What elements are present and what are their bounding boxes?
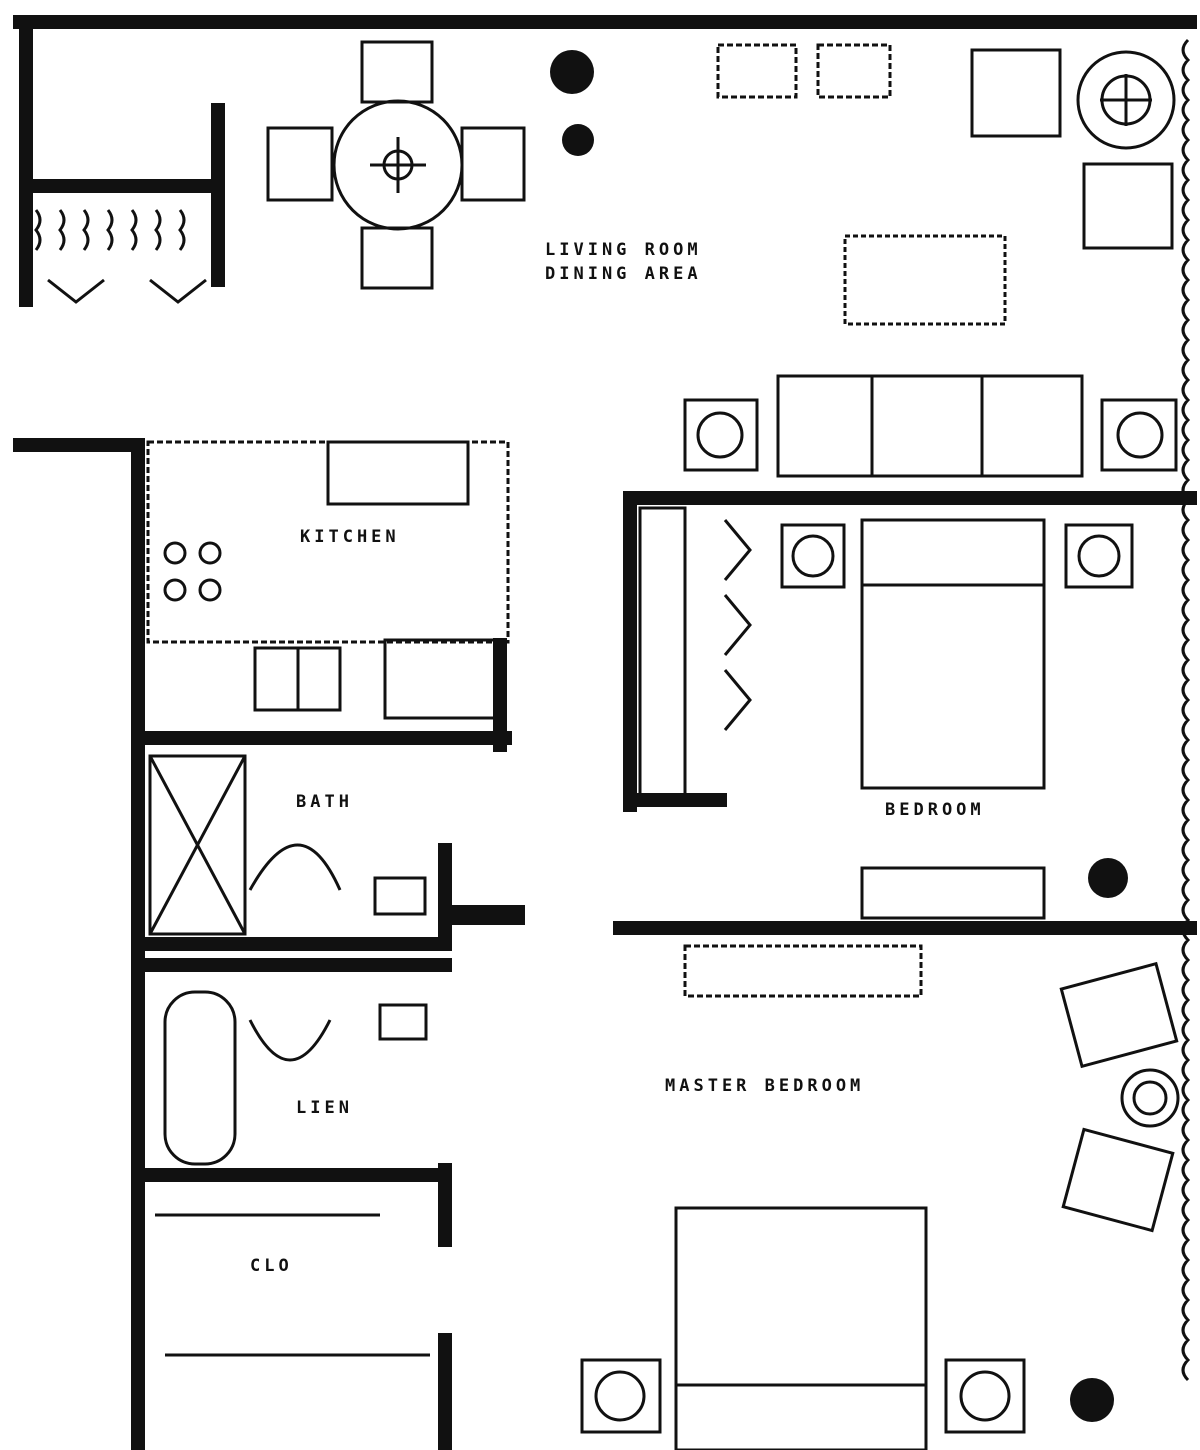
master-furniture — [580, 944, 1180, 1450]
label-master-bedroom: MASTER BEDROOM — [665, 1076, 865, 1096]
label-closet: CLO — [250, 1256, 293, 1276]
label-bedroom: BEDROOM — [885, 800, 985, 820]
label-bath: BATH — [296, 792, 353, 812]
bath-fixtures — [148, 754, 428, 1166]
walls — [13, 15, 1197, 1450]
kitchen-fixtures — [146, 440, 510, 720]
closet-rods — [155, 1213, 430, 1357]
dining-area-label: DINING AREA — [545, 264, 702, 284]
label-living-dining: LIVING ROOM DINING AREA — [545, 238, 702, 286]
label-kitchen: KITCHEN — [300, 527, 400, 547]
entry-closet — [34, 209, 207, 304]
plants — [550, 50, 1128, 1422]
label-linen: LIEN — [296, 1098, 353, 1118]
dining-set — [266, 40, 526, 290]
living-room-label: LIVING ROOM — [545, 240, 702, 260]
living-furniture — [683, 43, 1178, 478]
window-curtain — [1181, 38, 1191, 1382]
bedroom-furniture — [638, 506, 1134, 920]
